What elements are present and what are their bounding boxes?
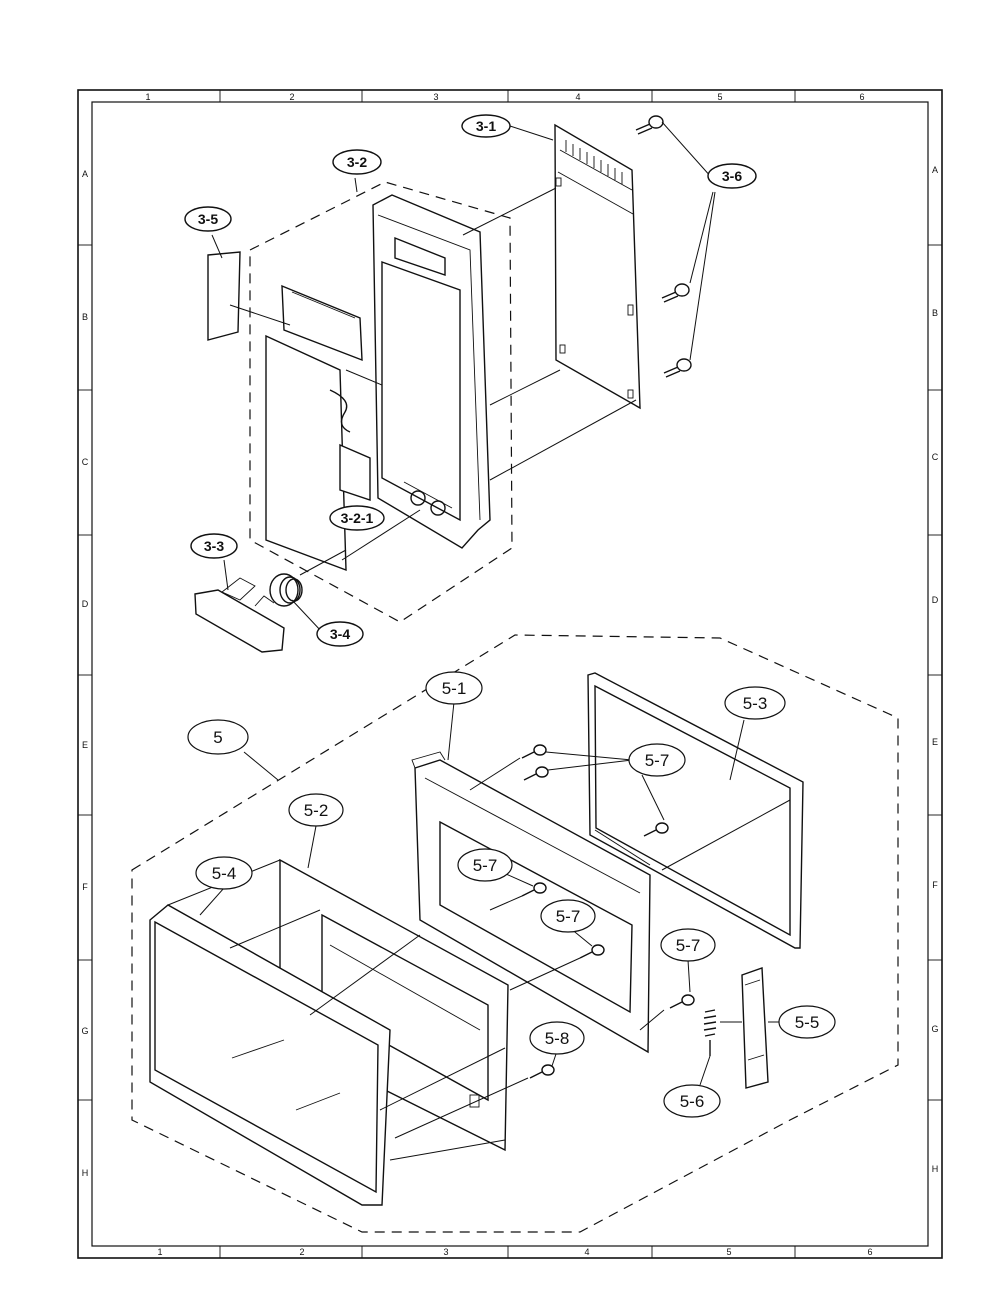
callout-3-2-1-label: 3-2-1	[341, 510, 374, 526]
screw-3-6-middle	[661, 283, 690, 303]
callout-5-7-a: 5-7	[628, 743, 686, 777]
latch-5-5	[741, 967, 769, 1089]
col-label-top-4: 4	[575, 92, 580, 102]
door-button-3-3	[194, 577, 285, 653]
callout-5-2: 5-2	[288, 793, 344, 827]
screw-5-7-upper-1	[521, 744, 547, 759]
circuit-board-3-1	[554, 123, 641, 410]
screw-5-7-upper-2	[523, 766, 549, 781]
choke-cover-5-3	[587, 672, 804, 949]
callout-5-6-label: 5-6	[680, 1092, 705, 1111]
callout-5-4: 5-4	[195, 856, 253, 890]
col-label-bottom-4: 4	[584, 1247, 589, 1257]
screw-5-7-right	[643, 822, 669, 837]
row-label-left-a: A	[82, 169, 88, 179]
control-panel-frame-3-2	[372, 194, 491, 549]
screw-3-6-bottom	[663, 358, 692, 378]
top-grid-ticks	[78, 90, 942, 1258]
callout-5-5-label: 5-5	[795, 1013, 820, 1032]
callout-5-label: 5	[213, 728, 222, 747]
label-sheet-3-5	[207, 251, 241, 341]
callout-3-1-label: 3-1	[476, 118, 496, 134]
callout-5-3: 5-3	[724, 686, 786, 720]
col-label-bottom-1: 1	[157, 1247, 162, 1257]
row-label-right-f: F	[932, 880, 938, 890]
spring-3-4	[269, 573, 303, 607]
callout-5-7-b-label: 5-7	[473, 856, 498, 875]
callout-3-6: 3-6	[707, 163, 757, 189]
callout-3-4: 3-4	[316, 621, 364, 647]
col-label-bottom-6: 6	[867, 1247, 872, 1257]
callout-5-7-a-label: 5-7	[645, 751, 670, 770]
projection-lines-lower	[167, 701, 791, 1161]
callout-3-2-label: 3-2	[347, 154, 367, 170]
row-label-right-e: E	[932, 737, 938, 747]
col-label-bottom-2: 2	[299, 1247, 304, 1257]
col-label-top-2: 2	[289, 92, 294, 102]
projection-lines-upper	[211, 121, 716, 633]
callout-5-7-c-label: 5-7	[556, 907, 581, 926]
callout-3-3-label: 3-3	[204, 538, 224, 554]
callout-5-6: 5-6	[663, 1084, 721, 1118]
screw-3-6-top	[635, 115, 664, 135]
callout-5-4-label: 5-4	[212, 864, 237, 883]
row-label-right-b: B	[932, 308, 938, 318]
row-label-left-c: C	[82, 457, 89, 467]
drawing-frame: 1 2 3 4 5 6 1 2 3 4 5 6 A B C D E F G H …	[77, 89, 943, 1259]
group-boundary-5	[131, 634, 899, 1233]
row-label-left-d: D	[82, 599, 89, 609]
callout-5-7-b: 5-7	[457, 848, 513, 882]
row-label-right-c: C	[932, 452, 939, 462]
callout-3-2-1: 3-2-1	[329, 505, 385, 531]
row-label-left-g: G	[81, 1026, 88, 1036]
row-label-left-h: H	[82, 1168, 89, 1178]
row-label-right-d: D	[932, 595, 939, 605]
callout-5-8-label: 5-8	[545, 1029, 570, 1048]
callout-3-5: 3-5	[184, 206, 232, 232]
screw-5-8	[529, 1064, 555, 1079]
callout-5-5: 5-5	[778, 1005, 836, 1039]
callout-5-2-label: 5-2	[304, 801, 329, 820]
callout-3-5-label: 3-5	[198, 211, 218, 227]
callout-5-7-c: 5-7	[540, 899, 596, 933]
callout-5-7-d-label: 5-7	[676, 936, 701, 955]
control-panel-assembly	[194, 115, 716, 653]
col-label-top-5: 5	[717, 92, 722, 102]
callout-5-8: 5-8	[529, 1021, 585, 1055]
col-label-top-1: 1	[145, 92, 150, 102]
spring-5-6	[703, 1009, 717, 1056]
callout-3-4-label: 3-4	[330, 626, 350, 642]
callout-3-6-label: 3-6	[722, 168, 742, 184]
row-label-right-a: A	[932, 165, 938, 175]
row-label-left-e: E	[82, 740, 88, 750]
button-strip	[281, 284, 363, 362]
screw-5-7-latch	[669, 994, 695, 1009]
callout-5: 5	[187, 719, 249, 755]
row-label-left-b: B	[82, 312, 88, 322]
screw-5-7-middle	[521, 882, 547, 897]
key-membrane-3-2-1	[265, 334, 371, 572]
callout-5-3-label: 5-3	[743, 694, 768, 713]
door-frame-5-1	[411, 751, 651, 1054]
callout-3-2: 3-2	[332, 149, 382, 175]
col-label-top-3: 3	[433, 92, 438, 102]
callout-5-1: 5-1	[425, 671, 483, 705]
callout-3-1: 3-1	[461, 114, 511, 138]
door-assembly	[131, 634, 899, 1233]
col-label-bottom-5: 5	[726, 1247, 731, 1257]
row-label-left-f: F	[82, 882, 88, 892]
row-label-right-h: H	[932, 1164, 939, 1174]
col-label-top-6: 6	[859, 92, 864, 102]
screw-5-7-lower	[579, 944, 605, 959]
col-label-bottom-3: 3	[443, 1247, 448, 1257]
callout-5-1-label: 5-1	[442, 679, 467, 698]
callout-5-7-d: 5-7	[660, 928, 716, 962]
callout-3-3: 3-3	[190, 533, 238, 559]
row-label-right-g: G	[931, 1024, 938, 1034]
